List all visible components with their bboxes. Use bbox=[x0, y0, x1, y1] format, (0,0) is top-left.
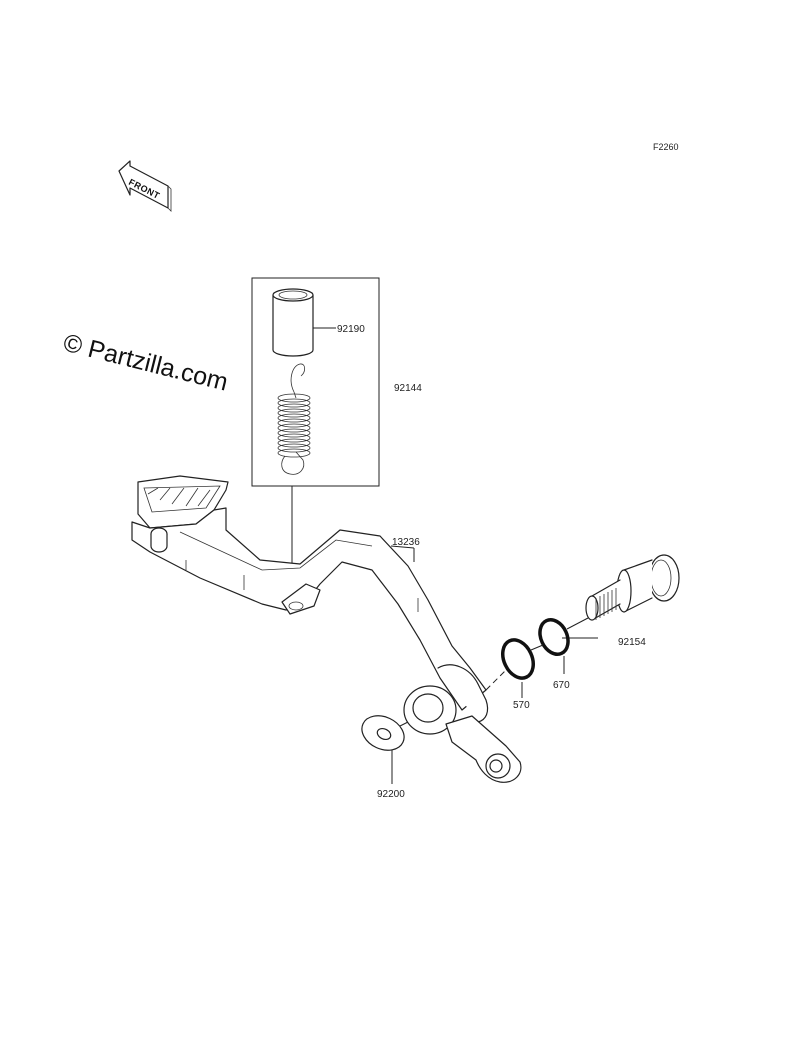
assembly-line-left bbox=[485, 669, 507, 691]
spring-coil bbox=[277, 433, 311, 443]
label-92190: 92190 bbox=[337, 324, 365, 335]
spring-coil bbox=[277, 428, 311, 438]
spring-coil bbox=[277, 403, 311, 413]
spring-coil bbox=[277, 413, 311, 423]
pivot-bolt-part bbox=[585, 554, 680, 621]
collar-part bbox=[272, 288, 314, 357]
leader-13236 bbox=[390, 545, 415, 549]
watermark-text: © Partzilla.com bbox=[61, 329, 231, 397]
spring-coil bbox=[277, 448, 311, 458]
assembly-line-mid bbox=[530, 644, 544, 651]
spring-coil bbox=[277, 398, 311, 408]
assembly-line-washer bbox=[399, 721, 409, 727]
spring-coil bbox=[277, 438, 311, 448]
label-92200: 92200 bbox=[377, 789, 405, 800]
diagram-code: F2260 bbox=[653, 142, 679, 152]
label-92144: 92144 bbox=[394, 383, 422, 394]
spring-assembly-box bbox=[251, 277, 380, 487]
spring-part bbox=[277, 363, 311, 475]
spring-coil bbox=[277, 443, 311, 453]
spring-coil bbox=[277, 418, 311, 428]
front-arrow-icon: FRONT bbox=[118, 160, 172, 212]
spring-coil bbox=[277, 408, 311, 418]
spring-coil bbox=[277, 423, 311, 433]
label-570: 570 bbox=[513, 700, 530, 711]
brake-pedal-part bbox=[131, 475, 522, 783]
label-92154: 92154 bbox=[618, 637, 646, 648]
spring-coil bbox=[277, 393, 311, 403]
label-13236: 13236 bbox=[392, 537, 420, 548]
o-ring-670-part bbox=[538, 618, 570, 656]
washer-part bbox=[361, 715, 405, 751]
label-670: 670 bbox=[553, 680, 570, 691]
assembly-line-right bbox=[566, 617, 589, 630]
o-ring-570-part bbox=[501, 638, 535, 680]
